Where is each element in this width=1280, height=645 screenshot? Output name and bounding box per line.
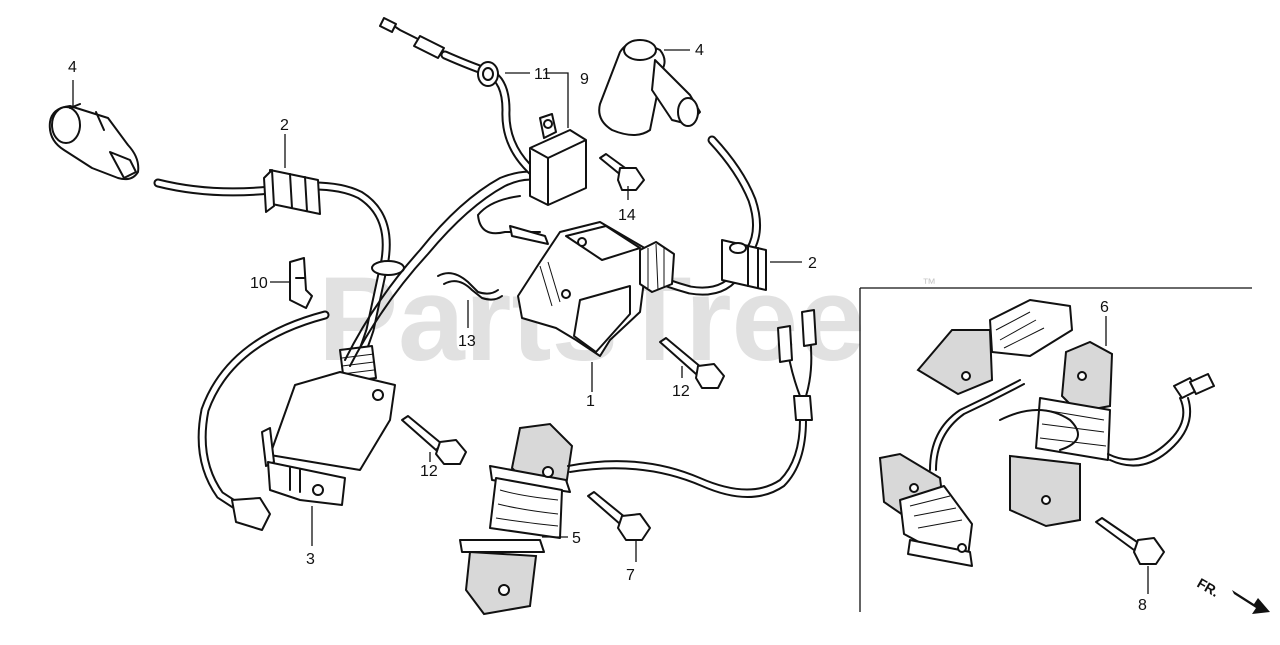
callout-7[interactable]: 9 xyxy=(580,71,589,88)
front-direction-indicator: FR. xyxy=(1195,575,1270,614)
exciter-coil[interactable] xyxy=(459,422,574,616)
callout-2-left[interactable]: 2 xyxy=(280,117,289,134)
grommet-left[interactable] xyxy=(263,169,321,215)
callout-1[interactable]: 1 xyxy=(586,393,595,410)
callout-8[interactable]: 10 xyxy=(250,275,268,292)
callout-6[interactable]: 6 xyxy=(1100,299,1109,316)
wire-clip-ring xyxy=(371,260,405,276)
callout-13[interactable]: 13 xyxy=(458,333,476,350)
wire-clip[interactable] xyxy=(289,257,313,309)
spark-plug-cap-right[interactable] xyxy=(598,39,701,136)
alternate-coil-assembly[interactable] xyxy=(878,299,1215,567)
bolt-14[interactable] xyxy=(599,153,645,191)
watermark-trademark: ™ xyxy=(922,275,936,291)
leader-lines xyxy=(72,49,1149,594)
bolt-12-upper[interactable] xyxy=(659,337,725,389)
front-arrow-icon xyxy=(1232,590,1270,614)
callout-labels: 4 2 4 11 9 14 2 10 13 1 12 12 3 5 7 6 8 xyxy=(68,42,1147,614)
callout-4-right[interactable]: 4 xyxy=(695,42,704,59)
ignition-module[interactable] xyxy=(517,221,675,357)
top-lead-wire xyxy=(379,17,545,183)
callout-11[interactable]: 8 xyxy=(1138,597,1147,614)
callout-10[interactable]: 7 xyxy=(626,567,635,584)
callout-9[interactable]: 11 xyxy=(534,66,551,83)
bolt-10[interactable] xyxy=(587,491,651,541)
callout-2-right[interactable]: 2 xyxy=(808,255,817,272)
bolt-11[interactable] xyxy=(1095,517,1165,565)
bolt-12-lower[interactable] xyxy=(401,415,467,465)
callout-14[interactable]: 14 xyxy=(618,207,636,224)
front-label: FR. xyxy=(1195,575,1223,600)
spark-plug-cap-left[interactable] xyxy=(48,103,140,181)
ignition-wire-left xyxy=(153,178,391,380)
grommet-top[interactable] xyxy=(477,61,499,87)
callout-5[interactable]: 5 xyxy=(572,530,581,547)
callout-12-lower[interactable]: 12 xyxy=(420,463,438,480)
harness-wire-2 xyxy=(349,178,536,367)
coil-ground-wire xyxy=(197,310,330,531)
condenser-box[interactable] xyxy=(529,113,587,206)
callout-12-upper[interactable]: 12 xyxy=(672,383,690,400)
harness-wire xyxy=(344,170,536,361)
callout-3[interactable]: 3 xyxy=(306,551,315,568)
inset-frame xyxy=(859,287,1252,612)
exciter-lead-wire xyxy=(567,309,817,498)
wire-band[interactable] xyxy=(437,272,503,301)
callout-4-left[interactable]: 4 xyxy=(68,59,77,76)
grommet-right[interactable] xyxy=(721,239,767,291)
condenser-lead xyxy=(476,195,549,245)
ignition-coil[interactable] xyxy=(261,345,396,506)
